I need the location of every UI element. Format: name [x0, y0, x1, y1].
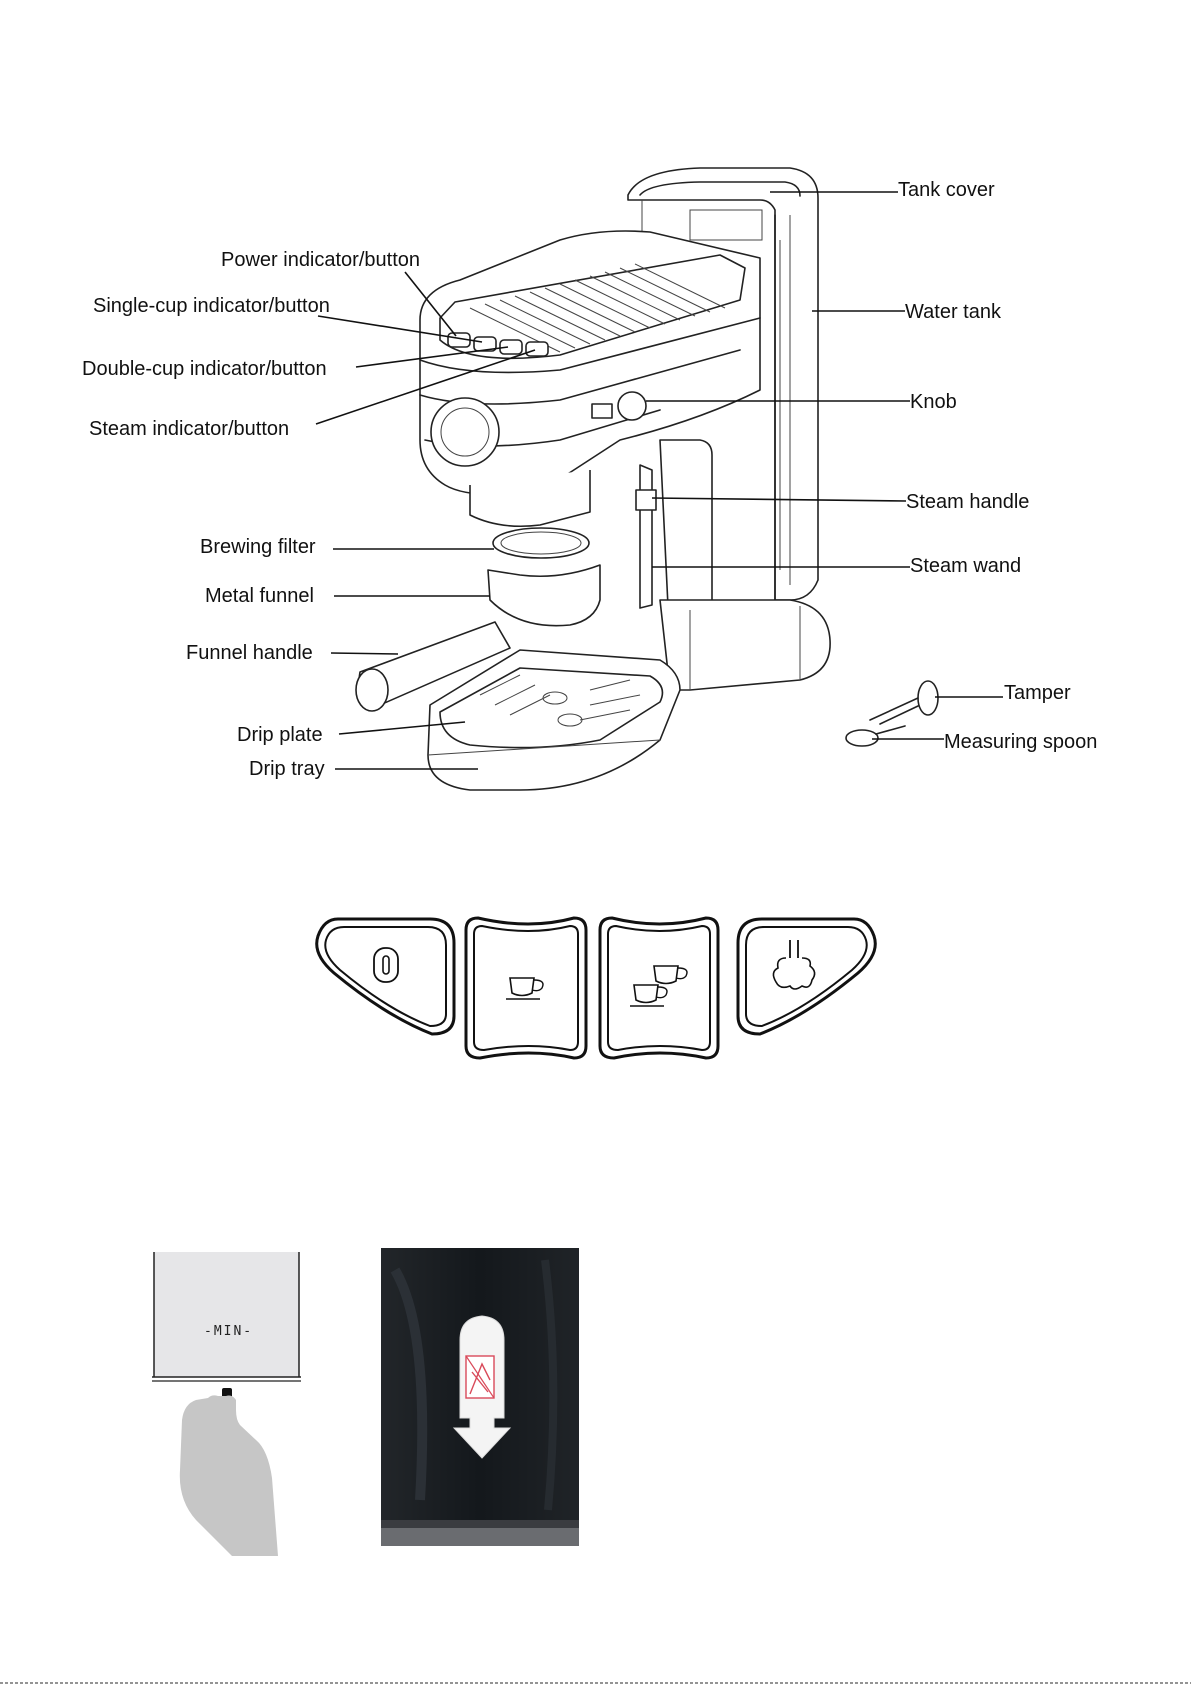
hand-icon [180, 1395, 278, 1556]
knob-drawing [618, 392, 646, 420]
label-water-tank: Water tank [905, 301, 1002, 323]
label-power: Power indicator/button [221, 249, 420, 271]
min-level-label: -MIN- [204, 1324, 253, 1339]
water-tank-photo [381, 1248, 579, 1546]
label-double-cup: Double-cup indicator/button [82, 358, 327, 380]
steam-wand-drawing [640, 465, 652, 608]
label-tank-cover: Tank cover [898, 179, 995, 201]
label-single-cup: Single-cup indicator/button [93, 295, 330, 317]
steam-button[interactable] [738, 919, 875, 1034]
power-button[interactable] [317, 919, 454, 1034]
label-steam-wand: Steam wand [910, 555, 1021, 577]
label-steam-handle: Steam handle [906, 491, 1029, 513]
espresso-machine-illustration [356, 168, 938, 790]
machine-body-drawing [420, 231, 830, 690]
label-measuring-spoon: Measuring spoon [944, 731, 1097, 753]
control-panel [317, 918, 876, 1058]
warning-sticker [454, 1316, 510, 1458]
label-drip-plate: Drip plate [237, 724, 323, 746]
label-metal-funnel: Metal funnel [205, 585, 314, 607]
min-level-diagram: -MIN- [152, 1252, 301, 1556]
label-brewing-filter: Brewing filter [200, 536, 316, 558]
label-tamper: Tamper [1004, 682, 1071, 704]
double-cup-button[interactable] [600, 918, 718, 1058]
single-cup-button[interactable] [466, 918, 586, 1058]
label-knob: Knob [910, 391, 957, 413]
label-steam: Steam indicator/button [89, 418, 289, 440]
tamper-spoon-drawing [846, 681, 938, 746]
label-drip-tray: Drip tray [249, 758, 325, 780]
label-funnel-handle: Funnel handle [186, 642, 313, 664]
